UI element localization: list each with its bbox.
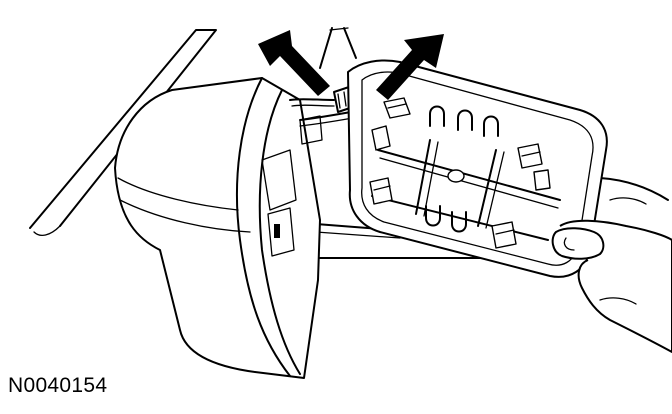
callout-arrows [258, 30, 444, 100]
callout-arrow-right [376, 34, 444, 100]
callout-arrow-left [258, 30, 330, 96]
figure-id-label: N0040154 [8, 374, 108, 397]
backing-plate-ribs [371, 139, 561, 241]
mirror-housing [114, 77, 321, 379]
pivot-hooks [425, 105, 499, 233]
retaining-clips [369, 97, 551, 249]
hand [551, 197, 672, 353]
